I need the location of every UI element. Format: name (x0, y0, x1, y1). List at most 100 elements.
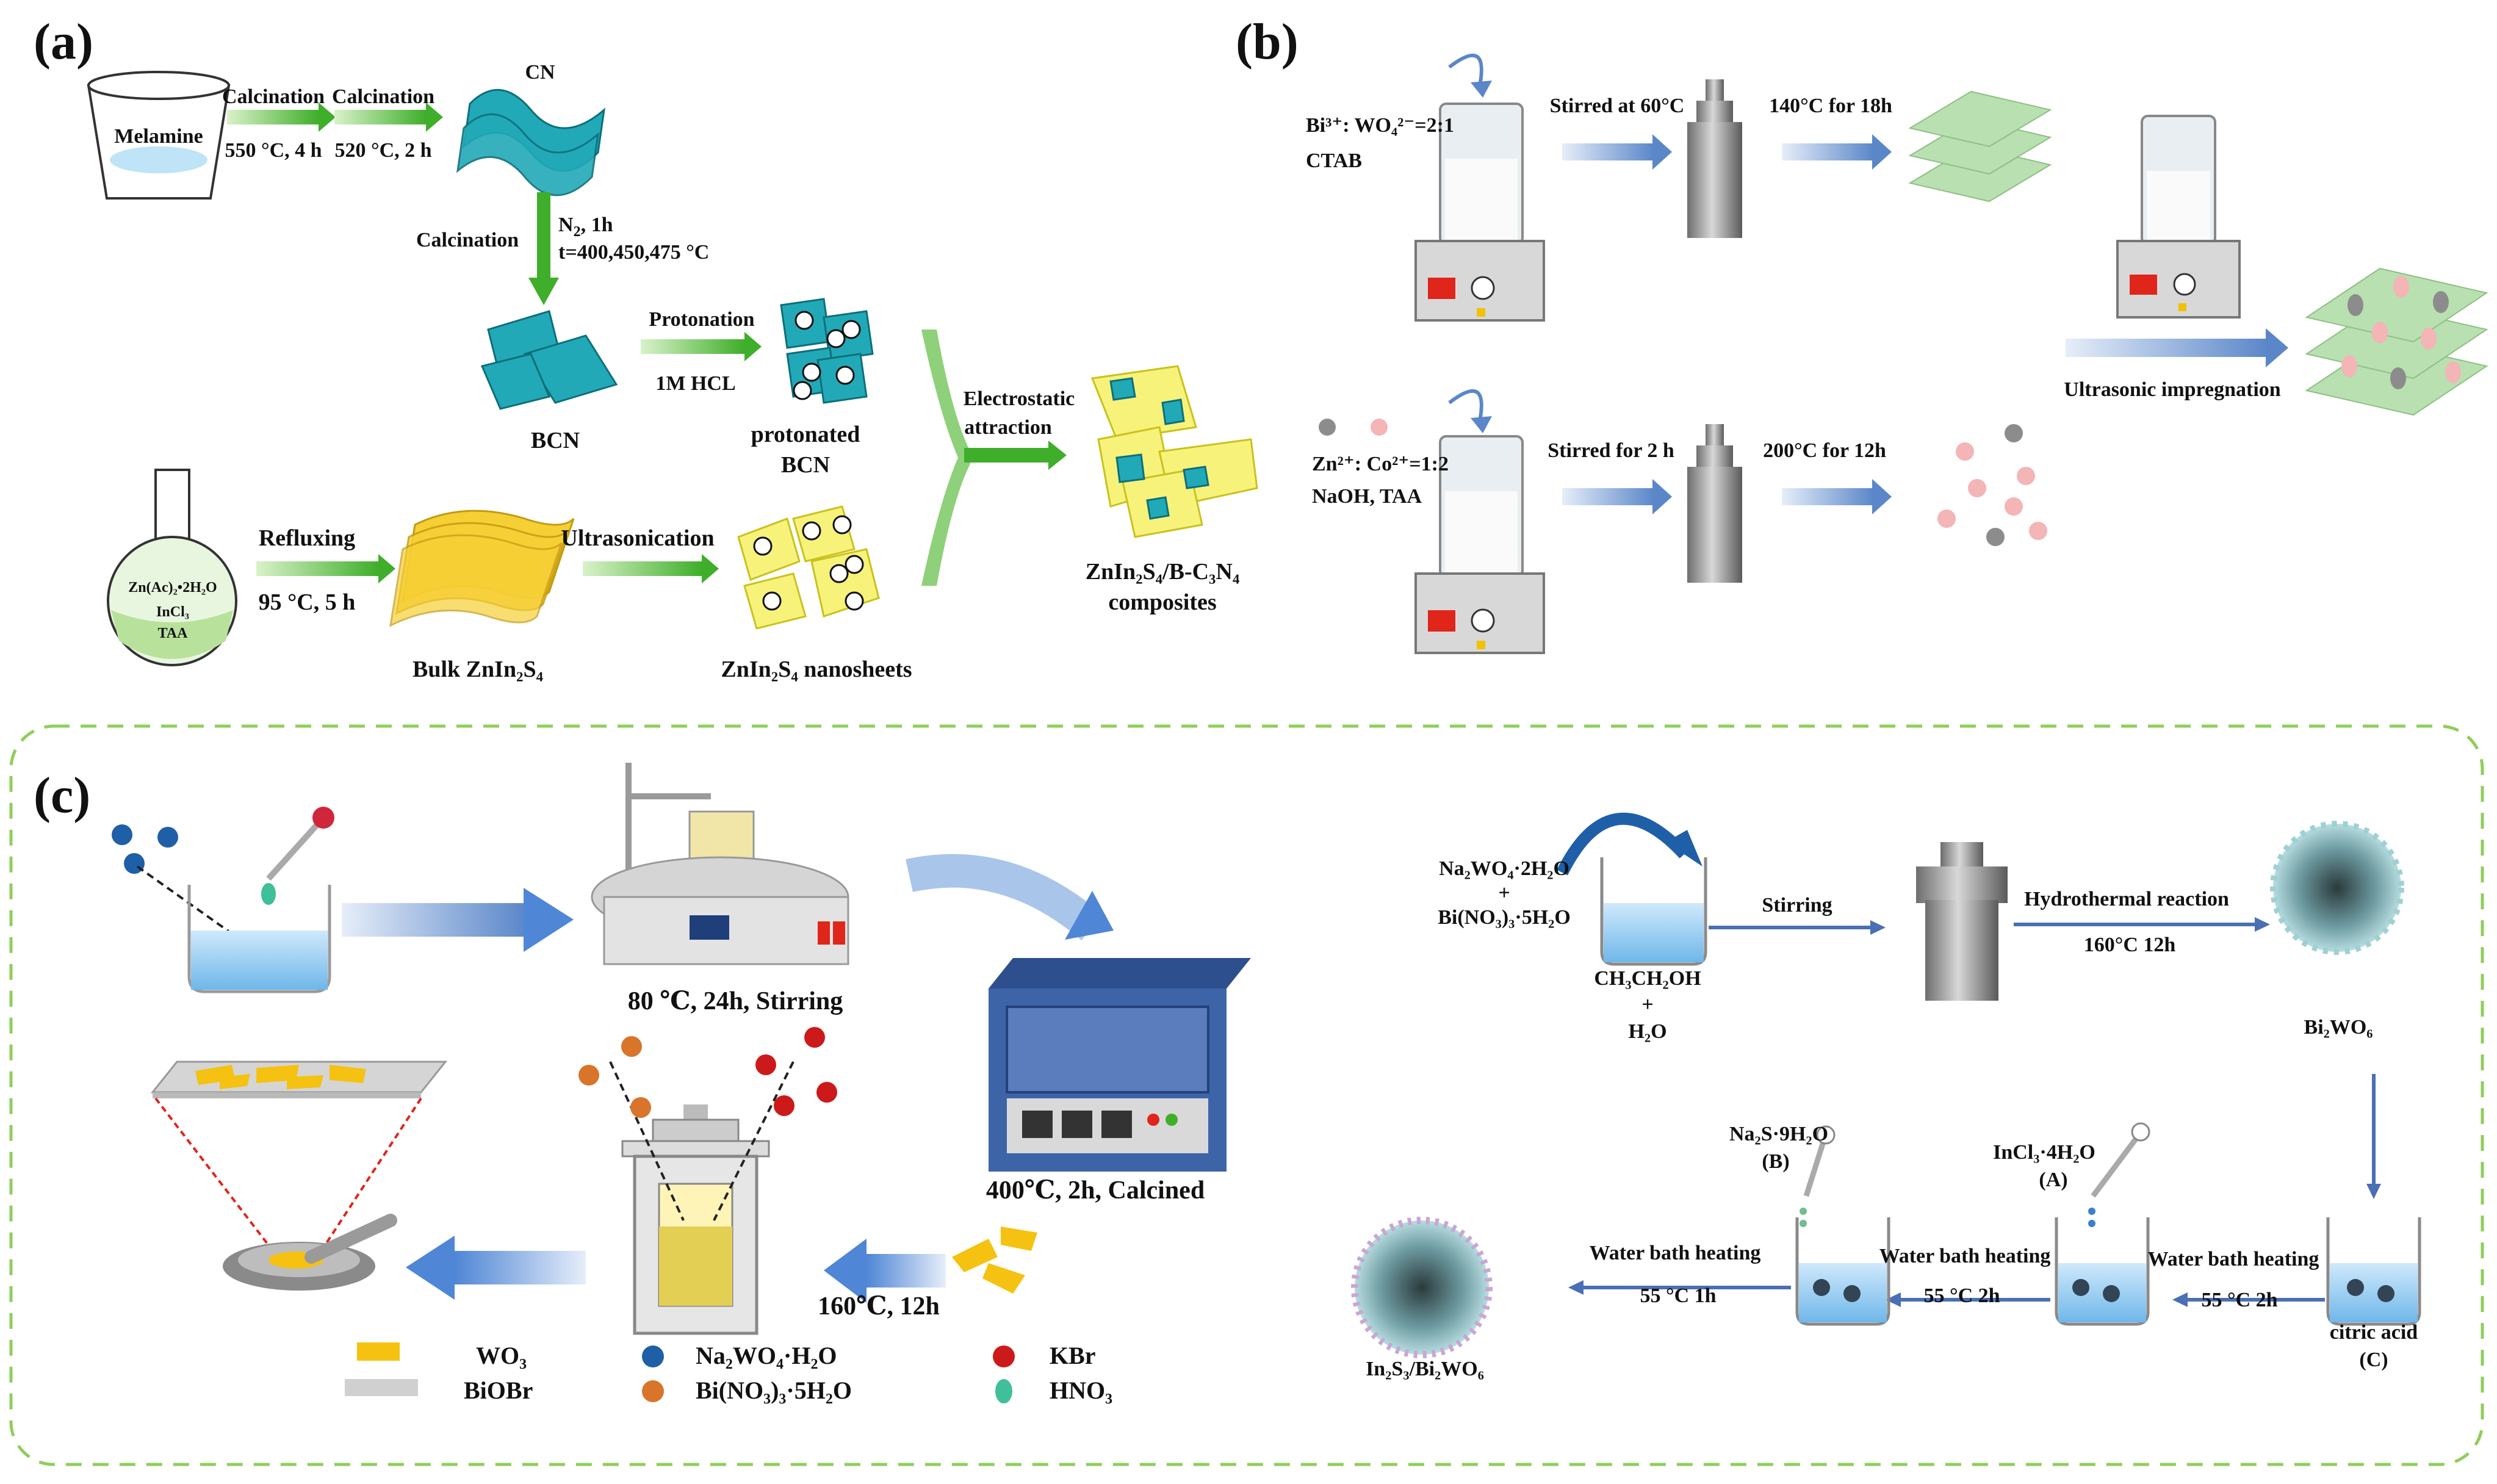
zninS-nanosheets-icon (737, 505, 880, 630)
ratio-1-label: Bi³⁺: WO₄²⁻=2:1 (1306, 114, 1454, 137)
r-stirring-label: Stirring (1762, 894, 1832, 917)
r-wb-2-label: Water bath heating (1879, 1245, 2051, 1267)
wo3-flakes-icon (952, 1226, 1037, 1294)
beaker-c1-icon (187, 885, 331, 993)
autoclave-c-icon (609, 1061, 794, 1335)
composite-label-1: ZnIn₂S₄/B-C₃N₄ (1085, 559, 1240, 585)
arrow-ultrasonication (583, 561, 702, 576)
flask-label-3: TAA (157, 625, 188, 641)
stirrer-b1-icon (1414, 53, 1545, 322)
ctab-label: CTAB (1306, 149, 1362, 172)
r-bi2wo6-label: Bi₂WO₆ (2304, 1016, 2373, 1039)
calcination-1-label: Calcination (222, 85, 325, 108)
r-final-label: In₂S₃/Bi₂WO₆ (1366, 1358, 1484, 1380)
final-flower-icon (1351, 1217, 1493, 1358)
r-a-label: (A) (2039, 1169, 2068, 1191)
arrow-ultrasonic (2066, 339, 2267, 357)
beaker-r1-icon (1600, 857, 1707, 966)
legend-bino3-label: Bi(NO₃)₃·5H₂O (696, 1377, 852, 1404)
flask-label-1: Zn(Ac)₂•2H₂O (128, 580, 217, 596)
r-wb-3-cond: 55 °C 1h (1640, 1284, 1717, 1307)
arrow-protonation (641, 339, 744, 354)
panel-b (1319, 53, 2488, 654)
stirrer-b3-icon (2116, 115, 2241, 319)
bcn-label: BCN (530, 428, 580, 453)
composite-icon (1090, 365, 1258, 538)
protonation-cond: 1M HCL (655, 372, 736, 395)
composite-plates-icon (2305, 267, 2488, 416)
calcination-2-label: Calcination (331, 85, 435, 108)
electrostatic-label-1: Electrostatic (963, 387, 1075, 410)
r-na2s-label: Na₂S·9H₂O (1729, 1123, 1829, 1145)
stir-1-label: Stirred at 60°C (1549, 95, 1685, 117)
melamine-label: Melamine (114, 125, 203, 148)
r-solvent-1: CH₃CH₂OH (1594, 967, 1701, 990)
arrow-calcination-2 (334, 110, 426, 124)
step-1-label: 80 ℃, 24h, Stirring (627, 987, 843, 1015)
r-plus-2: + (1641, 993, 1654, 1016)
flask-label-2: InCl₃ (156, 604, 189, 620)
panel-a (87, 71, 1258, 666)
protonation-label: Protonation (649, 308, 755, 331)
autoclave-b2-icon (1687, 424, 1742, 583)
cn-label: CN (525, 61, 555, 84)
legend-hno3-label: HNO₃ (1050, 1377, 1113, 1404)
ultrasonication-label: Ultrasonication (561, 525, 715, 551)
stirrer-b2-icon (1414, 389, 1545, 654)
r-b-label: (B) (1762, 1150, 1790, 1173)
r-incl-label: InCl₃·4H₂O (1993, 1141, 2095, 1164)
bi2wo6-flower-icon (2270, 821, 2404, 955)
bulk-zninS-icon (389, 510, 575, 627)
hotplate-icon (591, 763, 849, 965)
calcination-3-label: Calcination (416, 229, 519, 251)
ions-icon (1319, 419, 1388, 436)
nanosheets-label: ZnIn₂S₄ nanosheets (721, 657, 912, 682)
calcination-3-cond-2: t=400,450,475 °C (558, 241, 710, 264)
b-arrows (1562, 134, 2288, 514)
step-2-label: 400℃, 2h, Calcined (985, 1176, 1205, 1205)
r-reagent-2: Bi(NO₃)₃·5H₂O (1438, 906, 1571, 929)
legend-biobr-swatch (345, 1379, 418, 1396)
stir-2-label: Stirred for 2 h (1548, 439, 1674, 462)
r-c-label: (C) (2359, 1349, 2388, 1371)
protonated-bcn-icon (780, 298, 874, 404)
hydro-1-label: 140°C for 18h (1769, 95, 1892, 117)
r-citric-label: citric acid (2329, 1321, 2418, 1344)
calcination-3-cond-1: N2, 1h (558, 214, 613, 240)
hydro-2-label: 200°C for 12h (1763, 439, 1886, 462)
protonated-label-2: BCN (780, 452, 831, 478)
arrow-calcination-3 (537, 192, 550, 281)
panel-b-label: (b) (1236, 13, 1299, 70)
dropper-icon (261, 807, 334, 905)
arrow-calcination-1 (227, 110, 319, 124)
step-3-label: 160℃, 12h (818, 1292, 940, 1320)
r-hydro-cond: 160°C 12h (2083, 934, 2176, 956)
beaker-citric-icon (2326, 1217, 2421, 1326)
r-hydro-label: Hydrothermal reaction (2024, 888, 2229, 910)
panel-a-label: (a) (34, 13, 93, 70)
r-wb-1-label: Water bath heating (2147, 1248, 2319, 1270)
dropper-b-icon (1800, 1125, 1836, 1227)
electrostatic-label-2: attraction (964, 416, 1052, 439)
ultrasonic-label: Ultrasonic impregnation (2064, 378, 2281, 401)
legend-na2wo4-label: Na₂WO₄·H₂O (696, 1342, 837, 1369)
protonated-label-1: protonated (751, 422, 860, 447)
legend-biobr-label: BiOBr (464, 1377, 533, 1404)
naoh-label: NaOH, TAA (1312, 485, 1422, 508)
legend-kbr-swatch (993, 1345, 1015, 1367)
r-solvent-2: H₂O (1628, 1020, 1667, 1043)
r-wb-2-cond: 55 °C 2h (1923, 1284, 2000, 1307)
reagent-dots-icon (112, 824, 233, 935)
refluxing-cond: 95 °C, 5 h (258, 589, 356, 615)
legend-wo3-swatch (357, 1342, 400, 1361)
r-reagent-1: Na₂WO₄·2H₂O (1439, 857, 1569, 880)
ratio-2-label: Zn²⁺: Co²⁺=1:2 (1312, 453, 1449, 475)
beaker-b-icon (1795, 1217, 1890, 1326)
panel-c-left (112, 763, 1251, 1403)
green-plates-icon (1908, 90, 2052, 203)
refluxing-label: Refluxing (258, 525, 356, 551)
autoclave-b1-icon (1687, 79, 1742, 238)
bulk-label: Bulk ZnIn₂S₄ (413, 657, 543, 682)
bcn-sheets-icon (480, 310, 618, 410)
